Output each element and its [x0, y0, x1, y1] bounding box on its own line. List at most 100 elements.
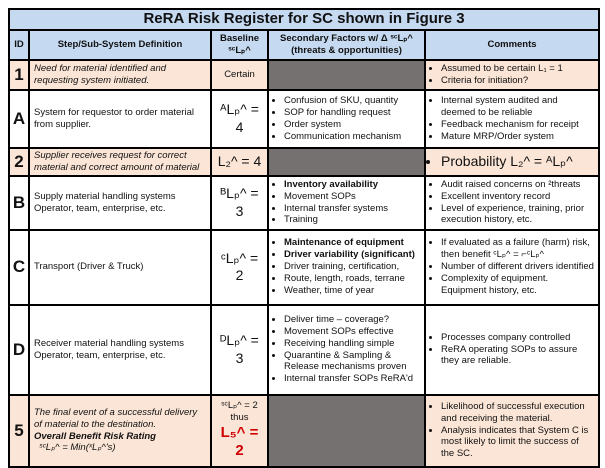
row-step: Transport (Driver & Truck) — [28, 228, 212, 306]
row-step: Supplier receives request for correct ma… — [28, 146, 212, 177]
row-comments: Probability L₂^ = ᴬLₚ^ — [423, 146, 601, 177]
comment: Likelihood of successful execution and r… — [441, 401, 594, 425]
overall-rating-label: Overall Benefit Risk Rating — [34, 430, 156, 442]
factor: Deliver time – coverage? — [284, 314, 420, 326]
header-baseline-line2: ˢᶜLₚ^ — [228, 44, 251, 56]
table-title: ReRA Risk Register for SC shown in Figur… — [7, 8, 601, 31]
factor: Quarantine & Sampling & Release mechanis… — [284, 350, 420, 374]
comment: Internal system audited and deemed to be… — [441, 95, 594, 119]
row-comments: Audit raised concerns on ²threatsExcelle… — [423, 174, 601, 231]
row-comments: Assumed to be certain L₁ = 1Criteria for… — [423, 58, 601, 91]
row-baseline: ᶜLₚ^ = 2 — [210, 228, 269, 306]
comment: Processes company controlled — [441, 332, 594, 344]
comment: Mature MRP/Order system — [441, 131, 594, 143]
step-line: Operator, team, enterprise, etc. — [34, 349, 166, 361]
row-step: The final event of a successful delivery… — [28, 393, 212, 468]
row-id: 5 — [8, 393, 30, 468]
factor: Route, length, roads, terrane — [284, 273, 420, 285]
final-rating: L₅^ = 2 — [220, 423, 259, 460]
step-line: Supply material handling systems — [34, 190, 176, 202]
header-secondary: Secondary Factors w/ Δ ˢᶜLₚ^(threats & o… — [267, 28, 426, 61]
baseline-line: ˢᶜLₚ^ = 2 — [221, 399, 258, 411]
factor: SOP for handling request — [284, 107, 420, 119]
factor: Order system — [284, 119, 420, 131]
comment: Audit raised concerns on ²threats — [441, 179, 594, 191]
row-comments: Internal system audited and deemed to be… — [423, 88, 601, 149]
factor: Weather, time of year — [284, 285, 420, 297]
row-factors-empty — [267, 146, 426, 177]
table-row: 1 Need for material identified and reque… — [8, 58, 601, 91]
header-step: Step/Sub-System Definition — [28, 28, 212, 61]
header-baseline-line1: Baseline — [219, 32, 260, 44]
comment: Analysis indicates that System C is most… — [441, 425, 594, 461]
factor: Driver training, certification, — [284, 261, 420, 273]
row-comments: Processes company controlledReRA operati… — [423, 303, 601, 396]
row-id: D — [8, 303, 30, 396]
row-comments: Likelihood of successful execution and r… — [423, 393, 601, 468]
risk-register-table: ReRA Risk Register for SC shown in Figur… — [7, 8, 601, 468]
row-id: B — [8, 174, 30, 231]
row-baseline: Certain — [210, 58, 269, 91]
factor: Inventory availability — [284, 179, 420, 191]
row-factors: Confusion of SKU, quantitySOP for handli… — [267, 88, 426, 149]
table-row: 5 The final event of a successful delive… — [8, 393, 601, 468]
table-row: C Transport (Driver & Truck) ᶜLₚ^ = 2 Ma… — [8, 228, 601, 306]
row-factors: Maintenance of equipmentDriver variabili… — [267, 228, 426, 306]
comment: ReRA operating SOPs to assure they are r… — [441, 344, 594, 368]
header-secondary-line2: (threats & opportunities) — [291, 44, 402, 56]
header-comments: Comments — [423, 28, 601, 61]
row-baseline: L₂^ = 4 — [210, 146, 269, 177]
factor: Driver variability (significant) — [284, 249, 420, 261]
header-id: ID — [8, 28, 30, 61]
header-secondary-line1: Secondary Factors w/ Δ ˢᶜLₚ^ — [280, 32, 413, 44]
step-line: The final event of a successful delivery… — [34, 406, 198, 430]
baseline-line: thus — [230, 411, 249, 423]
row-step: System for requestor to order material f… — [28, 88, 212, 149]
factor: Internal transfer SOPs ReRA'd — [284, 373, 420, 385]
factor: Receiving handling simple — [284, 338, 420, 350]
row-factors-empty — [267, 393, 426, 468]
row-step: Need for material identified and request… — [28, 58, 212, 91]
row-factors: Deliver time – coverage?Movement SOPs ef… — [267, 303, 426, 396]
row-id: A — [8, 88, 30, 149]
row-baseline: ᴰLₚ^ = 3 — [210, 303, 269, 396]
comment: Excellent inventory record — [441, 191, 594, 203]
row-baseline: ᴬLₚ^ = 4 — [210, 88, 269, 149]
factor: Movement SOPs effective — [284, 326, 420, 338]
factor: Confusion of SKU, quantity — [284, 95, 420, 107]
step-text: Need for material identified and request… — [34, 62, 167, 86]
step-text: Supplier receives request for correct ma… — [34, 149, 200, 173]
comment: Complexity of equipment. Equipment histo… — [441, 273, 594, 297]
factor: Communication mechanism — [284, 131, 420, 143]
factor: Training — [284, 214, 420, 226]
row-baseline: ᴮLₚ^ = 3 — [210, 174, 269, 231]
overall-rating-formula: ˢᶜLₚ^ = Min(ˣLₚ^'s) — [39, 442, 116, 454]
row-factors-empty — [267, 58, 426, 91]
comment: Number of different drivers identified — [441, 261, 594, 273]
row-id: 2 — [8, 146, 30, 177]
table-row: 2 Supplier receives request for correct … — [8, 146, 601, 177]
table-row: A System for requestor to order material… — [8, 88, 601, 149]
comment: If evaluated as a failure (harm) risk, t… — [441, 237, 594, 261]
row-id: C — [8, 228, 30, 306]
row-comments: If evaluated as a failure (harm) risk, t… — [423, 228, 601, 306]
step-line: Operator, team, enterprise, etc. — [34, 202, 166, 214]
factor: Internal transfer systems — [284, 203, 420, 215]
comment: Probability L₂^ = ᴬLₚ^ — [441, 153, 594, 171]
comment: Feedback mechanism for receipt — [441, 119, 594, 131]
factor: Maintenance of equipment — [284, 237, 420, 249]
comment: Level of experience, training, prior exe… — [441, 203, 594, 227]
row-factors: Inventory availabilityMovement SOPsInter… — [267, 174, 426, 231]
comment: Criteria for initiation? — [441, 75, 594, 87]
comment: Assumed to be certain L₁ = 1 — [441, 63, 594, 75]
factor: Movement SOPs — [284, 191, 420, 203]
step-line: Receiver material handling systems — [34, 337, 184, 349]
row-id: 1 — [8, 58, 30, 91]
